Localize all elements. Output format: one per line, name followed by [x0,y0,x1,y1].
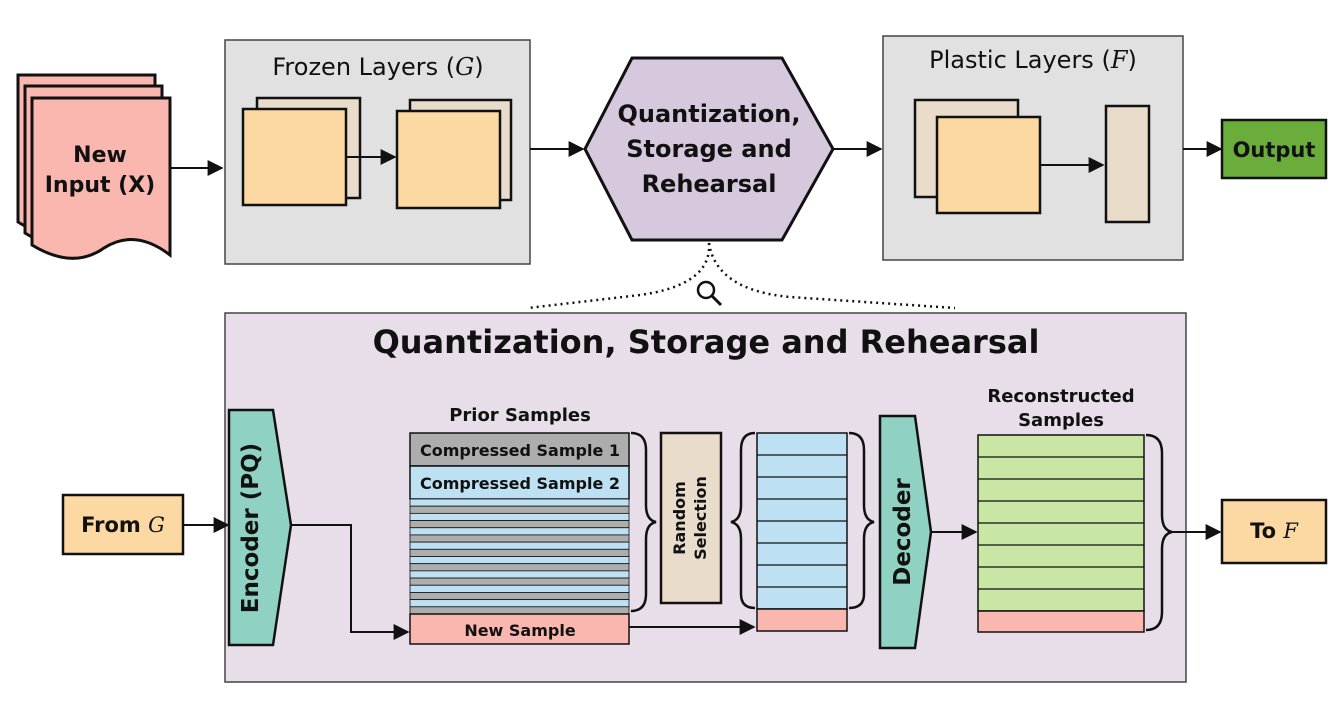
frozen-layers-panel: Frozen Layers (G) [224,39,531,265]
compressed-sample-stripe [409,498,630,507]
compressed-sample-stripe [409,512,630,521]
reconstructed-new-sample-row [977,610,1145,633]
compressed-sample-1-row [409,432,630,467]
frozen-layer-1-front [241,107,348,207]
from-g-box [61,493,185,556]
from-g-label: From G [81,513,165,537]
input-label-line-2: Input (X) [45,173,156,198]
encoder-label: Encoder (PQ) [238,443,264,613]
hex-label-line-1: Quantization, [617,100,800,128]
selected-samples-stack [756,432,848,632]
output-label: Output [1233,138,1316,162]
input-doc-front [30,96,172,260]
plastic-layer-front [935,115,1042,215]
compressed-sample-stripe [409,570,630,579]
detail-title: Quantization, Storage and Rehearsal [373,323,1040,361]
compressed-sample-2-row [409,465,630,500]
compressed-sample-stripe [409,577,630,586]
compressed-sample-stripe [409,520,630,529]
compressed-sample-stripe [409,556,630,565]
hex-label-line-3: Rehearsal [642,170,777,198]
output-box: Output [1220,118,1328,180]
arrow-encoder-to-new-sample [291,524,410,640]
prior-right-brace [630,431,657,613]
compressed-sample-stripe [409,563,630,572]
to-f-bg [1220,498,1328,565]
compressed-sample-stripe [409,548,630,557]
selected-new-sample-row [756,608,848,632]
prior-samples-label: Prior Samples [449,405,591,426]
detail-panel: Quantization, Storage and Rehearsal From… [61,312,1222,683]
compressed-sample-2-label: Compressed Sample 2 [420,474,620,493]
plastic-title: Plastic Layers (F) [929,46,1137,74]
zoom-line-right [707,242,956,310]
compressed-sample-stripe [409,534,630,543]
new-sample-label: New Sample [464,621,576,640]
compressed-sample-stripe [409,505,630,514]
encoder-shape [227,408,293,647]
plastic-layers-panel: Plastic Layers (F) [882,35,1184,261]
compressed-sample-stripe [409,527,630,536]
frozen-title: Frozen Layers (G) [272,53,483,81]
random-selection-line-1: Random [670,481,689,555]
to-f-label: To F [1250,519,1299,543]
compressed-sample-stripe [409,584,630,593]
selected-left-brace [730,431,756,610]
reconstructed-label-line-1: Reconstructed [987,386,1134,407]
selected-right-brace [848,431,875,610]
zoom-line-left [527,242,711,310]
input-label-line-1: New [73,143,127,168]
compressed-sample-stripe [409,592,630,601]
prior-samples-stack: Compressed Sample 1 Compressed Sample 2 … [409,432,630,645]
compressed-sample-1-label: Compressed Sample 1 [420,441,620,460]
hexagon-shape [583,56,835,242]
output-bg [1220,118,1328,180]
compressed-sample-stripe [409,541,630,550]
frozen-layer-2-front [395,109,502,210]
new-input-stack: New Input (X) [16,73,172,260]
new-sample-row [409,613,630,645]
random-selection-line-2: Selection [691,476,710,560]
compressed-sample-stripe [409,599,630,608]
decoder-shape [878,414,933,650]
reconstructed-samples-stack [977,434,1145,633]
reconstructed-label-line-2: Samples [1018,410,1104,431]
zoom-connector [527,242,956,310]
magnifier-icon [696,280,723,307]
hex-label-line-2: Storage and [626,135,792,163]
plastic-fc-layer [1104,104,1151,224]
random-selection-box [659,431,723,605]
qsr-hexagon: Quantization, Storage and Rehearsal [583,56,835,242]
to-f-box: To F [1220,498,1328,565]
decoder-label: Decoder [890,478,916,586]
compressed-samples-stripes [409,498,630,615]
compressed-sample-stripe [409,606,630,615]
